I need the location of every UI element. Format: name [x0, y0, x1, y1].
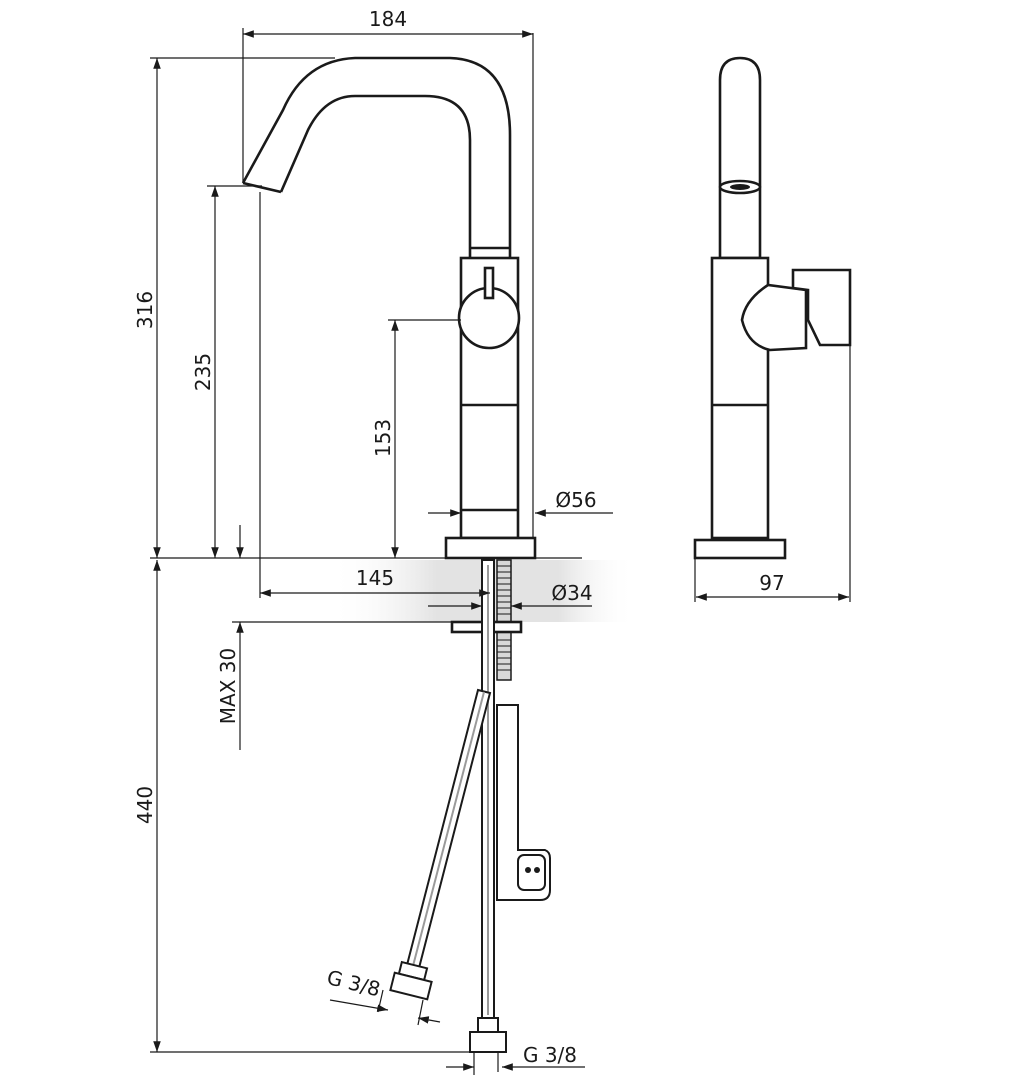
faucet-side-view	[693, 56, 852, 560]
label-base-diameter: Ø56	[555, 488, 596, 512]
faucet-front-view	[241, 56, 551, 1053]
label-max-deck-thickness: MAX 30	[216, 648, 240, 724]
label-spout-reach: 145	[356, 566, 394, 590]
hose-fitting-diagonal	[389, 960, 433, 1001]
label-hose-thread-diagonal: G 3/8	[325, 965, 383, 1001]
hose-fitting-straight	[469, 1017, 507, 1053]
label-hole-diameter: Ø34	[551, 581, 592, 605]
thread-lines	[497, 565, 511, 671]
label-handle-height: 153	[371, 419, 395, 457]
label-spout-height: 235	[191, 353, 215, 391]
extension-lines	[150, 28, 851, 1072]
label-hose-length: 440	[133, 786, 157, 824]
label-overall-width: 184	[369, 7, 407, 31]
dimension-arrows	[153, 30, 849, 1075]
label-side-depth: 97	[759, 571, 784, 595]
label-hose-thread-straight: G 3/8	[523, 1043, 577, 1067]
label-total-height: 316	[133, 291, 157, 329]
